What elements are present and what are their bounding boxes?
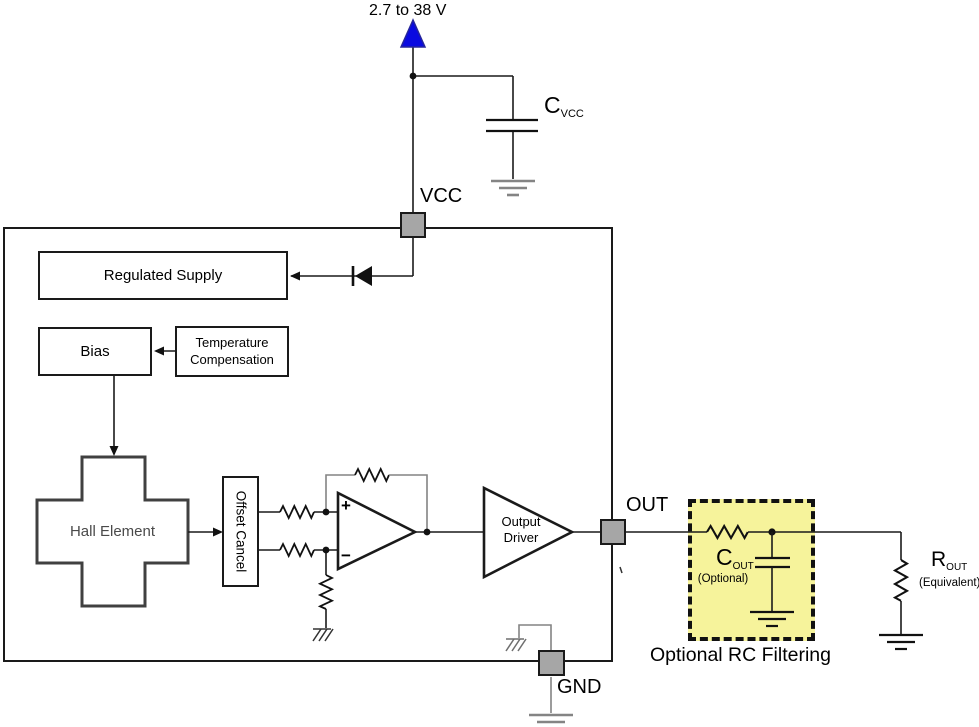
ic-boundary-box (3, 227, 613, 662)
ground-resistor (319, 574, 333, 610)
input-resistor-wires (259, 511, 338, 551)
bias-label: Bias (80, 343, 110, 360)
arrowhead-into-hall (109, 446, 119, 456)
supply-arrow-icon (399, 18, 427, 48)
opamp-ground-icon (312, 628, 334, 642)
hall-element-label: Hall Element (69, 523, 156, 540)
rout-equivalent-note: (Equivalent) (919, 577, 979, 589)
cvcc-ground-icon (489, 179, 537, 197)
arrowhead-into-bias (154, 346, 164, 356)
rc-filter-title: Optional RC Filtering (650, 644, 831, 666)
gnd-pin (538, 650, 565, 676)
arrowhead-into-regulated-supply (290, 271, 300, 281)
gnd-ground-icon (527, 713, 575, 727)
cvcc-label: CVCC (544, 92, 584, 120)
supply-junction-dot (409, 72, 417, 80)
opamp-plus-label: + (341, 496, 351, 515)
regulated-supply-label: Regulated Supply (103, 267, 223, 284)
feedback-wire-left (325, 474, 355, 512)
optional-rc-filter-box (688, 499, 815, 641)
rout-ground-icon (877, 633, 925, 651)
offset-cancel-block: Offset Cancel (222, 476, 259, 587)
feedback-resistor (354, 468, 390, 482)
internal-ground-icon (505, 638, 527, 652)
regulated-supply-block: Regulated Supply (38, 251, 288, 300)
output-driver-label: Output Driver (501, 514, 541, 545)
cout-optional-note: (Optional) (697, 573, 749, 585)
supply-range-label: 2.7 to 38 V (369, 2, 447, 19)
gnd-pin-label: GND (557, 676, 602, 698)
output-driver-triangle (482, 485, 575, 580)
noninverting-junction-dot (322, 508, 330, 516)
rout-resistor (893, 558, 909, 602)
opamp-minus-label: − (341, 546, 351, 565)
stray-mark (619, 566, 623, 574)
cout-capacitor (755, 532, 790, 611)
gnd-internal-wires (518, 624, 552, 650)
offset-cancel-label: Offset Cancel (233, 490, 249, 573)
hall-element-cross (35, 455, 190, 608)
temp-comp-line1: Temperature (195, 335, 269, 351)
out-pin-label: OUT (626, 494, 669, 516)
cout-label: COUT (716, 544, 754, 572)
opamp-triangle (336, 490, 418, 572)
filter-resistor (705, 524, 749, 540)
vcc-pin-label: VCC (420, 185, 463, 207)
input-resistor-bottom (279, 543, 315, 557)
diode (351, 266, 372, 286)
opamp-output-junction-dot (423, 528, 431, 536)
cvcc-capacitor (486, 118, 538, 133)
input-resistor-top (279, 505, 315, 519)
rout-label: ROUT (931, 548, 968, 573)
cout-ground-icon (748, 610, 796, 628)
feedback-wire-right (389, 474, 428, 530)
temp-comp-line2: Compensation (190, 351, 274, 367)
temperature-compensation-block: Temperature Compensation (175, 326, 289, 377)
out-pin (600, 519, 626, 545)
bias-block: Bias (38, 327, 152, 376)
inverting-junction-dot (322, 546, 330, 554)
vcc-pin (400, 212, 426, 238)
